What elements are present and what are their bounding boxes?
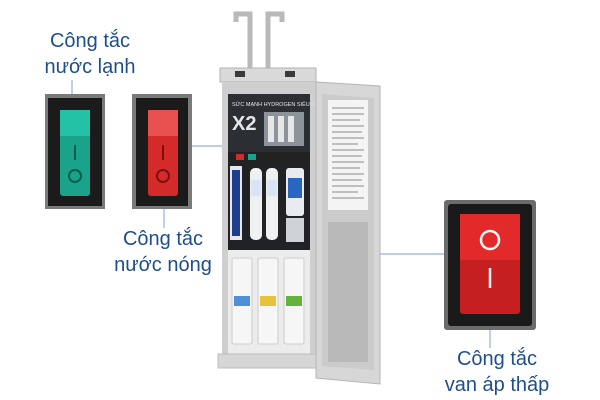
cold-label-line-2: nước lạnh bbox=[44, 56, 136, 78]
hot-label-line-2: nước nóng bbox=[114, 254, 212, 276]
panel-badge: X2 bbox=[232, 113, 256, 135]
valve-switch-closeup bbox=[444, 200, 536, 330]
panel-headline: SỨC MẠNH HYDROGEN SIÊU CẤP bbox=[232, 100, 323, 108]
hot-label-line-1: Công tắc bbox=[122, 228, 204, 250]
cold-switch-closeup bbox=[45, 94, 105, 209]
water-purifier: SỨC MẠNH HYDROGEN SIÊU CẤP X2 bbox=[217, 11, 381, 385]
cold-label-line-1: Công tắc bbox=[49, 30, 131, 52]
low-pressure-valve-switch-label: Công tắc van áp thấp bbox=[432, 346, 562, 398]
hot-switch-closeup bbox=[132, 94, 192, 209]
cold-water-switch-label: Công tắc nước lạnh bbox=[30, 28, 150, 80]
valve-label-line-1: Công tắc bbox=[456, 348, 538, 370]
valve-label-line-2: van áp thấp bbox=[444, 374, 550, 396]
hot-water-switch-label: Công tắc nước nóng bbox=[108, 226, 218, 278]
